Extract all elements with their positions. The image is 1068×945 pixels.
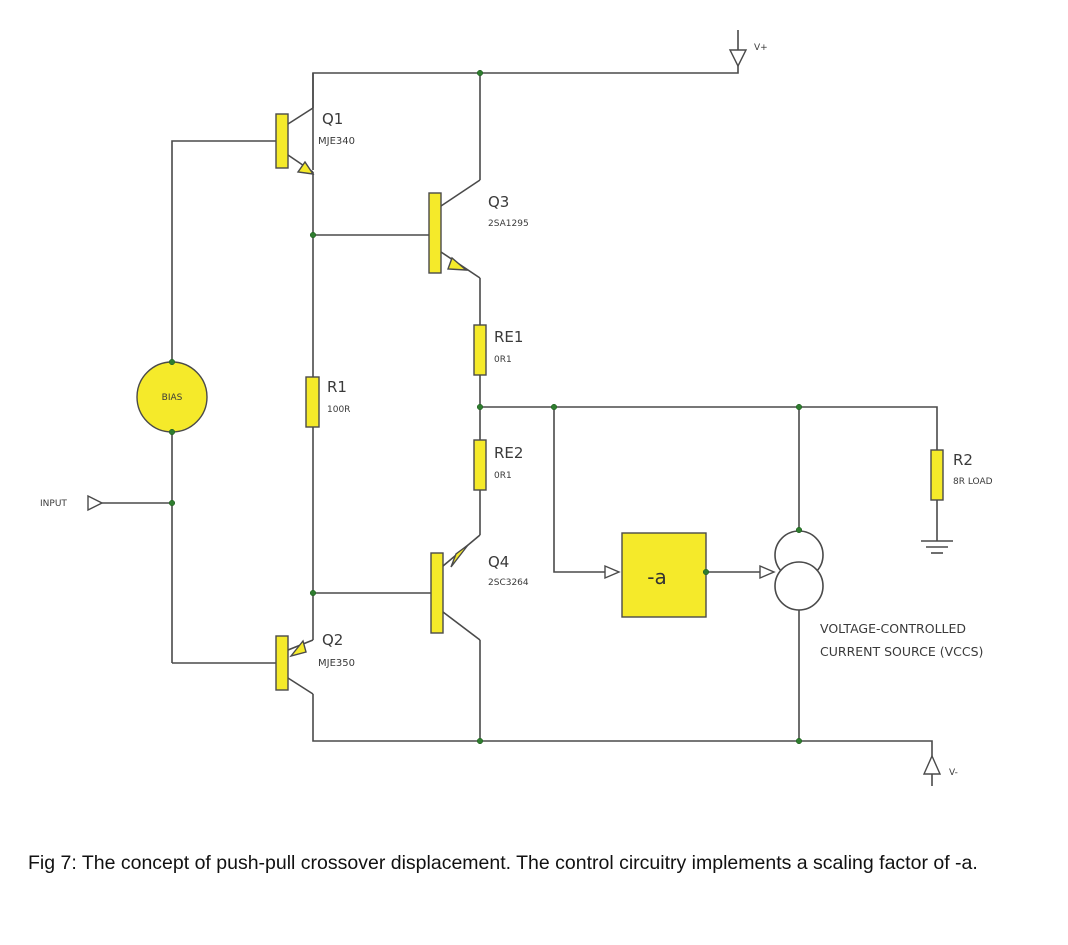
q2-part: MJE350 [318,658,355,669]
r2-value: 8R LOAD [953,477,993,487]
junction-dot [309,589,317,597]
re1-value: 0R1 [494,355,512,365]
q3-part: 2SA1295 [488,219,529,229]
junction-dot [795,403,803,411]
q1-name: Q1 [322,110,343,128]
junction-dot [309,231,317,239]
junction-dot [476,69,484,77]
input-label: INPUT [40,499,67,509]
junction-dot [168,428,176,436]
circuit-schematic: V+ V- Q1 MJE340 Q3 2SA1295 RE1 0R1 RE2 0… [40,30,993,786]
q2-name: Q2 [322,631,343,649]
positive-rail [312,62,739,170]
r1-name: R1 [327,378,347,396]
input-arrow-icon [87,494,104,512]
figure-caption: Fig 7: The concept of push-pull crossove… [28,852,978,874]
junction-dot [476,403,484,411]
junction-dot [168,499,176,507]
q3-transistor [313,73,481,325]
q2-transistor [172,635,314,695]
vccs-input-arrow-icon [759,564,776,580]
junction-dot [476,737,484,745]
q4-name: Q4 [488,553,509,571]
r1-value: 100R [327,405,350,415]
junction-dot [795,526,803,534]
vplus-supply-icon [728,30,748,68]
junction-dots [168,69,803,745]
re2-resistor [473,439,487,491]
junction-dot [795,737,803,745]
r2-name: R2 [953,451,973,469]
q4-transistor [313,534,481,741]
vplus-label: V+ [754,43,768,53]
re1-resistor [473,324,487,376]
q3-name: Q3 [488,193,509,211]
gain-input-arrow-icon [604,564,621,580]
re2-name: RE2 [494,444,523,462]
ground-icon [921,540,953,554]
gain-block [621,532,707,618]
q1-part: MJE340 [318,136,355,147]
r2-resistor [930,449,944,501]
junction-dot [550,403,558,411]
vminus-label: V- [949,768,958,778]
junction-dot [702,568,710,576]
re1-name: RE1 [494,328,523,346]
re2-value: 0R1 [494,471,512,481]
junction-dot [168,358,176,366]
q4-part: 2SC3264 [488,578,529,588]
vminus-supply-icon [922,754,942,786]
r1-resistor [305,376,320,428]
gain-block-label: -a [647,565,666,589]
negative-rail [312,694,933,756]
vccs-label-line2: CURRENT SOURCE (VCCS) [820,644,983,659]
bias-label: BIAS [162,393,183,403]
q1-transistor [275,73,315,235]
vccs-label-line1: VOLTAGE-CONTROLLED [820,621,966,636]
vccs-source-icon [774,530,824,611]
